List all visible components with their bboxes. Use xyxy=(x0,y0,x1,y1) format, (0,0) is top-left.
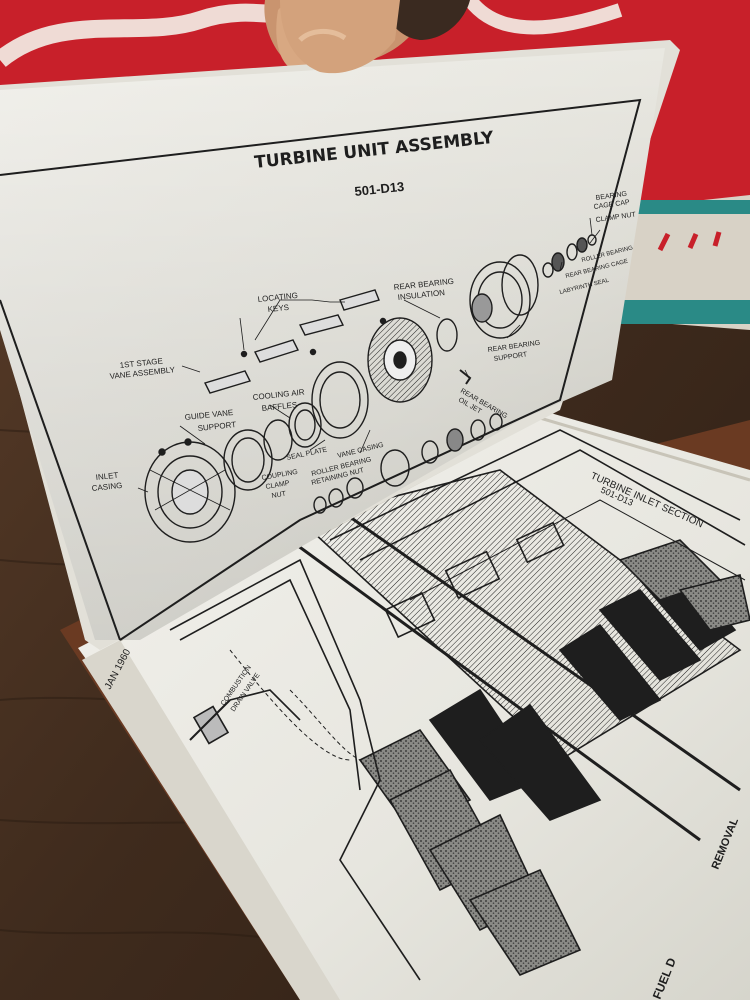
locating-keys-label: LOCATING xyxy=(257,291,298,304)
stippled-liners xyxy=(358,539,750,976)
inlet-casing-label: INLET xyxy=(95,471,119,482)
vane-casing-drawing xyxy=(311,361,369,439)
turbine-rotor-drawing xyxy=(367,317,433,403)
assembly-model: 501-D13 xyxy=(354,179,405,199)
coupling-clamp-label-3: NUT xyxy=(271,490,287,500)
inlet-casing-label-2: CASING xyxy=(91,481,122,493)
guide-vane-label-2: SUPPORT xyxy=(197,420,236,433)
bottom-page: TURBINE INLET SECTION 501-D13 JAN 1960 C… xyxy=(78,410,750,1000)
locating-keys-label-2: KEYS xyxy=(267,303,289,314)
vane-assembly-label: 1ST STAGE xyxy=(119,357,163,370)
top-page: TURBINE UNIT ASSEMBLY 501-D13 xyxy=(0,48,665,641)
coupling-clamp-label-2: CLAMP xyxy=(265,480,290,491)
rear-bearing-support-drawing xyxy=(469,254,539,339)
turbine-inlet-section-drawing xyxy=(169,429,750,981)
cooling-air-label-2: BAFFLES xyxy=(261,400,297,413)
rear-bearing-support-label-2: SUPPORT xyxy=(493,351,528,363)
guide-vane-support-drawing xyxy=(223,429,273,491)
drain-valve-drawing xyxy=(189,689,301,745)
exploded-view-drawing xyxy=(137,217,601,543)
lower-parts-drawing xyxy=(313,413,503,514)
bearing-cage-cap-label: BEARING xyxy=(595,191,627,202)
vane-segments-drawing xyxy=(204,289,380,394)
cooling-baffles-drawing xyxy=(263,419,293,461)
